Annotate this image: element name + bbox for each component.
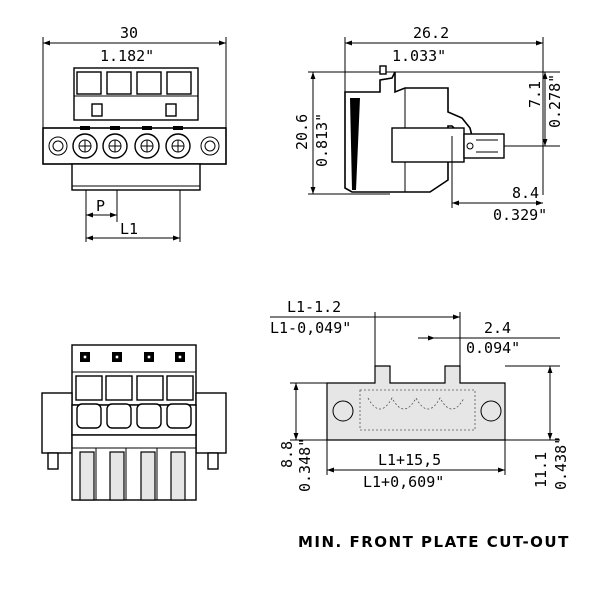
terminal-screws (72, 126, 191, 159)
cutout-view: L1-1.2 L1-0,049" 2.4 0.094" L1+15,5 L1+0… (270, 298, 570, 551)
plug-front-view (41, 344, 227, 501)
cutout-width-mm: L1-1.2 (287, 298, 341, 316)
overall-mm: L1+15,5 (378, 451, 441, 469)
offset-in: 0.329" (493, 206, 547, 224)
front-width-mm: 30 (120, 24, 138, 42)
tab-mm: 2.4 (484, 319, 511, 337)
top-mm: 7.1 (526, 81, 544, 108)
overall-in: L1+0,609" (363, 473, 444, 491)
pitch-label: P (96, 197, 105, 215)
front-view: 30 1.182" (42, 24, 227, 242)
side-view: 26.2 1.033" 20.6 0.813" 7.1 0.278" 8.4 0… (293, 24, 564, 224)
offset-mm: 8.4 (512, 184, 539, 202)
front-width-in: 1.182" (100, 47, 154, 65)
cutout-width-in: L1-0,049" (270, 319, 351, 337)
top-in: 0.278" (546, 74, 564, 128)
side-height-in: 0.813" (313, 113, 331, 167)
tab-in: 0.094" (466, 339, 520, 357)
side-length-in: 1.033" (392, 47, 446, 65)
left-height-mm: 8.8 (278, 441, 296, 468)
cutout-caption: MIN. FRONT PLATE CUT-OUT (298, 533, 570, 551)
right-height-in: 0.438" (552, 436, 570, 490)
side-length-mm: 26.2 (413, 24, 449, 42)
left-height-in: 0.348" (296, 438, 314, 492)
l1-label: L1 (120, 220, 138, 238)
right-height-mm: 11.1 (532, 452, 550, 488)
side-height-mm: 20.6 (293, 114, 311, 150)
